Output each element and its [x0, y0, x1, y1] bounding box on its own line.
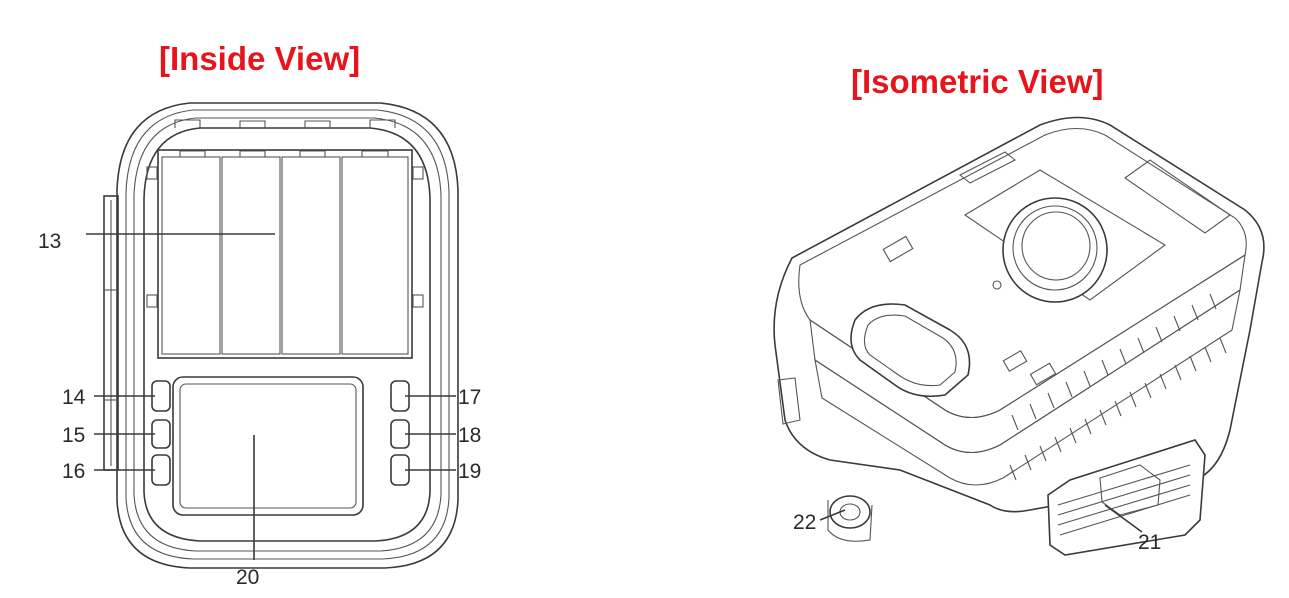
- top-seal-tabs: [174, 119, 396, 128]
- battery-slot-4: [341, 156, 409, 355]
- screw-mid-right: [412, 294, 424, 308]
- iso-strap-loop: [1124, 159, 1231, 234]
- callout-16: 16: [62, 460, 85, 483]
- callout-13: 13: [38, 230, 61, 253]
- inside-housing-outer: [116, 102, 459, 569]
- lcd-screen-inner: [179, 383, 357, 509]
- leader-21: [1104, 504, 1143, 533]
- screw-mid-left: [146, 294, 158, 308]
- battery-slot-2: [221, 156, 281, 355]
- iso-latch-ribs: [1057, 464, 1191, 536]
- iso-foot: [827, 500, 873, 542]
- inside-housing-ring-2: [133, 117, 442, 552]
- screw-top-left: [146, 166, 158, 180]
- iso-indicator-dot: [992, 280, 1002, 290]
- inside-housing-ring-1: [125, 109, 450, 560]
- iso-tripod-socket: [829, 495, 871, 529]
- isometric-view-drawing: 21 22: [773, 116, 1265, 556]
- battery-contacts-top: [179, 150, 389, 157]
- iso-left-flap: [777, 377, 801, 425]
- screw-top-right: [412, 166, 424, 180]
- callout-15: 15: [62, 424, 85, 447]
- callout-14: 14: [62, 386, 86, 409]
- leader-22: [819, 509, 846, 521]
- iso-ir-window-3: [882, 235, 914, 263]
- iso-pir-sensor: [850, 303, 971, 398]
- iso-ir-window-1: [1002, 350, 1028, 372]
- battery-slot-3: [281, 156, 341, 355]
- callout-17: 17: [458, 386, 481, 409]
- inside-view-title: [Inside View]: [159, 40, 361, 77]
- iso-ribs: [1009, 293, 1227, 481]
- callout-18: 18: [458, 424, 481, 447]
- lcd-screen-outer: [172, 376, 364, 516]
- iso-ir-window-2: [1029, 362, 1057, 386]
- callout-20: 20: [236, 566, 259, 589]
- iso-lens-ring-outer: [1002, 197, 1108, 303]
- inside-view-drawing: 13 14 15 16 17 18 19 20: [38, 102, 481, 589]
- iso-lens-ring-inner: [1012, 205, 1098, 291]
- isometric-view-title: [Isometric View]: [851, 63, 1104, 100]
- battery-slot-1: [161, 156, 221, 355]
- callout-21: 21: [1138, 531, 1161, 554]
- callout-19: 19: [458, 460, 481, 483]
- battery-compartment: [157, 149, 413, 359]
- iso-pir-sensor-inner: [863, 314, 957, 387]
- inside-housing-inner: [143, 127, 431, 542]
- iso-lower-band: [814, 288, 1241, 486]
- callout-22: 22: [793, 511, 816, 534]
- iso-left-strap: [958, 151, 1017, 184]
- iso-lens-glass: [1021, 211, 1091, 281]
